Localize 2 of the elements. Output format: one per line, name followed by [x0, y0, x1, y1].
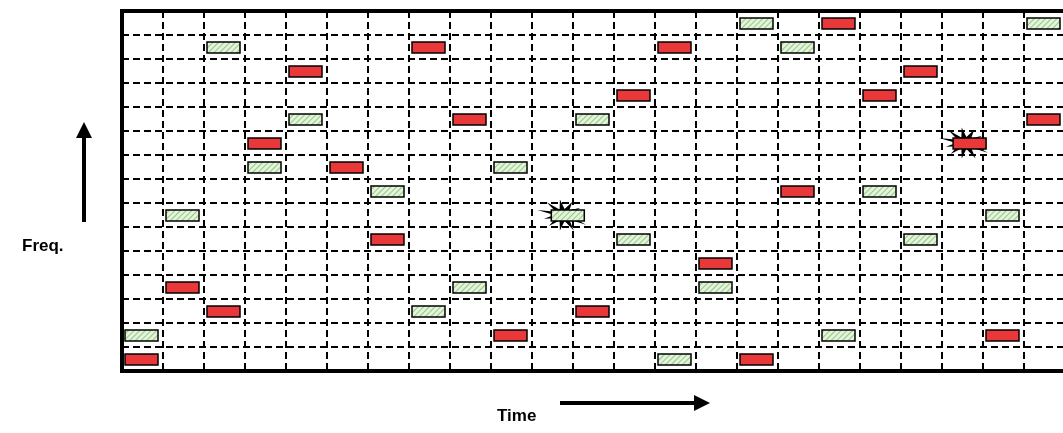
axis-label: Freq.: [22, 236, 64, 256]
axis-label: Time: [497, 406, 537, 426]
